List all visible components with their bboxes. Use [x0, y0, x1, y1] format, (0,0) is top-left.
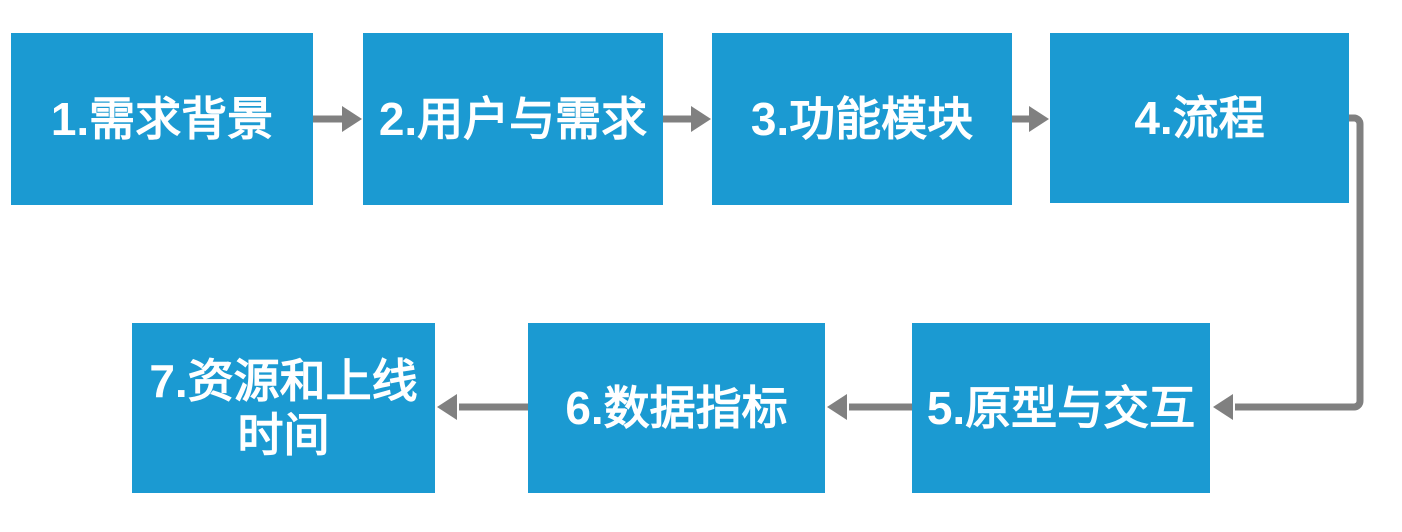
step-6-box: 6.数据指标	[528, 323, 825, 493]
step-3-label: 3.功能模块	[750, 92, 974, 145]
arrow-step1-to-step2	[313, 106, 362, 132]
step-1-label: 1.需求背景	[50, 92, 274, 145]
arrow-step3-to-step4	[1012, 106, 1049, 132]
step-4-label: 4.流程	[1134, 91, 1265, 144]
arrow-left-icon	[827, 394, 847, 420]
arrow-right-icon	[1029, 106, 1049, 132]
step-3-box: 3.功能模块	[712, 33, 1012, 205]
step-6-label: 6.数据指标	[565, 381, 788, 434]
step-4-box: 4.流程	[1050, 33, 1349, 203]
step-5-label: 5.原型与交互	[926, 381, 1196, 434]
arrow-right-icon	[691, 106, 711, 132]
arrow-left-icon	[437, 394, 457, 420]
step-7-label: 7.资源和上线 时间	[149, 354, 418, 461]
arrow-step6-to-step7	[437, 394, 528, 420]
arrow-left-icon	[1213, 394, 1233, 420]
step-2-box: 2.用户与需求	[363, 33, 663, 205]
step-1-box: 1.需求背景	[11, 33, 313, 205]
step-2-label: 2.用户与需求	[378, 92, 648, 145]
arrow-step2-to-step3	[663, 106, 711, 132]
step-7-box: 7.资源和上线 时间	[132, 323, 435, 493]
step-5-box: 5.原型与交互	[912, 323, 1210, 493]
arrow-right-icon	[342, 106, 362, 132]
arrow-step5-to-step6	[827, 394, 912, 420]
